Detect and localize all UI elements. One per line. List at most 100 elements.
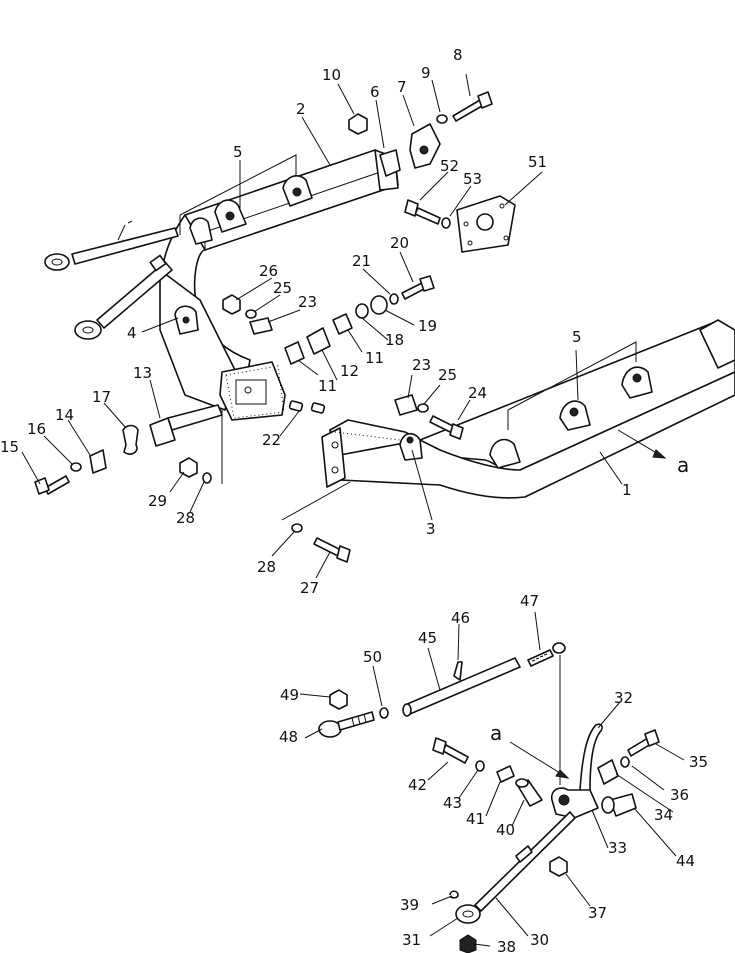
spacer-part-17 xyxy=(122,424,139,455)
callout-48: 48 xyxy=(279,728,298,746)
frame-left-part-2 xyxy=(159,149,401,421)
bolt-part-15 xyxy=(34,475,70,495)
bolt-part-8 xyxy=(452,91,493,122)
callout-39: 39 xyxy=(400,896,419,914)
callout-11b: 11 xyxy=(365,349,384,367)
bolt-part-24 xyxy=(429,415,464,440)
callout-26: 26 xyxy=(259,262,278,280)
callout-51: 51 xyxy=(528,153,547,171)
callout-27: 27 xyxy=(300,579,319,597)
callout-9: 9 xyxy=(421,64,431,82)
callout-19: 19 xyxy=(418,317,437,335)
callout-53: 53 xyxy=(463,170,482,188)
callout-15: 15 xyxy=(0,438,19,456)
rod-part-30 xyxy=(455,811,576,924)
washer-part-21 xyxy=(389,293,399,305)
callout-43: 43 xyxy=(443,794,462,812)
nut-part-26 xyxy=(222,294,241,315)
tie-rod-lower xyxy=(74,254,173,340)
callout-52: 52 xyxy=(440,157,459,175)
tie-rod-upper xyxy=(44,220,179,271)
callout-30: 30 xyxy=(530,931,549,949)
group-bracket-5-lower xyxy=(507,341,637,430)
callout-4: 4 xyxy=(127,324,137,342)
callout-47: 47 xyxy=(520,592,539,610)
callout-3: 3 xyxy=(426,520,436,538)
washer-part-18 xyxy=(355,303,369,319)
view-arrow-a-main xyxy=(617,429,667,459)
pin-part-22 xyxy=(288,400,326,414)
nut-part-49 xyxy=(329,689,348,710)
clip-part-47 xyxy=(527,642,566,667)
pivot-part-44 xyxy=(601,793,637,817)
callout-8: 8 xyxy=(453,46,463,64)
view-arrow-a-detail xyxy=(509,741,570,779)
callout-50: 50 xyxy=(363,648,382,666)
nut-part-38 xyxy=(459,934,477,953)
washer-part-19 xyxy=(370,295,388,315)
bolt-part-27 xyxy=(313,537,351,563)
view-marker-a-main: a xyxy=(677,453,689,477)
washer-part-36 xyxy=(620,756,630,768)
view-marker-a-detail: a xyxy=(490,721,502,745)
callout-29: 29 xyxy=(148,492,167,510)
callout-labels: 1 2 3 4 5 5 6 7 8 9 10 11 11 12 13 14 15… xyxy=(0,46,708,953)
plate-part-51 xyxy=(456,195,516,253)
callout-13: 13 xyxy=(133,364,152,382)
callout-49: 49 xyxy=(280,686,299,704)
callout-37: 37 xyxy=(588,904,607,922)
washer-part-28b xyxy=(291,523,303,533)
washer-part-25b xyxy=(417,403,429,413)
callout-16: 16 xyxy=(27,420,46,438)
leader-lines-upper xyxy=(21,73,623,579)
bellcrank-part-33 xyxy=(550,787,599,819)
callout-28b: 28 xyxy=(257,558,276,576)
shim-part-23a xyxy=(249,317,273,335)
callout-23b: 23 xyxy=(412,356,431,374)
callout-42: 42 xyxy=(408,776,427,794)
callout-25b: 25 xyxy=(438,366,457,384)
clamp-part-13 xyxy=(149,404,223,447)
callout-41: 41 xyxy=(466,810,485,828)
callout-10: 10 xyxy=(322,66,341,84)
callout-6: 6 xyxy=(370,83,380,101)
callout-22: 22 xyxy=(262,431,281,449)
bolt-part-20 xyxy=(401,275,435,300)
callout-36: 36 xyxy=(670,786,689,804)
clip-part-34 xyxy=(597,759,619,785)
washer-part-9 xyxy=(436,114,448,124)
washer-part-43 xyxy=(475,760,485,772)
washer-part-50 xyxy=(379,707,389,719)
callout-5-upper: 5 xyxy=(233,143,243,161)
bolt-part-52 xyxy=(404,199,441,225)
plate-part-14 xyxy=(89,449,107,474)
callout-40: 40 xyxy=(496,821,515,839)
ball-joint-part-48 xyxy=(318,711,375,738)
frame-right-part-1 xyxy=(321,319,735,499)
callout-32: 32 xyxy=(614,689,633,707)
leader-lines-lower xyxy=(299,611,685,947)
callout-28a: 28 xyxy=(176,509,195,527)
bolt-part-35 xyxy=(627,729,660,757)
plate-part-41 xyxy=(496,765,515,783)
callout-31: 31 xyxy=(402,931,421,949)
bolt-part-42 xyxy=(432,737,469,764)
bushing-part-11b xyxy=(284,341,305,365)
callout-33: 33 xyxy=(608,839,627,857)
lever-part-32 xyxy=(579,723,603,791)
shim-part-23b xyxy=(394,394,418,416)
callout-11a: 11 xyxy=(318,377,337,395)
washer-part-16 xyxy=(70,462,82,472)
clamp-part-7 xyxy=(409,123,441,169)
callout-45: 45 xyxy=(418,629,437,647)
callout-7: 7 xyxy=(397,78,407,96)
callout-12: 12 xyxy=(340,362,359,380)
callout-25a: 25 xyxy=(273,279,292,297)
callout-17: 17 xyxy=(92,388,111,406)
callout-2: 2 xyxy=(296,100,306,118)
nut-part-37 xyxy=(549,856,568,877)
callout-24: 24 xyxy=(468,384,487,402)
callout-38: 38 xyxy=(497,938,516,953)
